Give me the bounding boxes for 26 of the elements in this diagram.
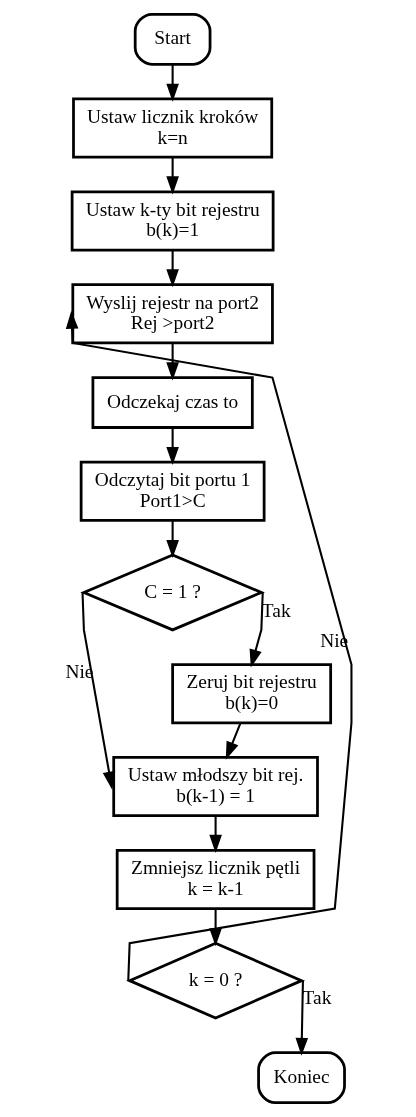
node-box: Zeruj bit rejestru b(k)=0 xyxy=(170,663,332,725)
node-box: Ustaw licznik kroków k=n xyxy=(71,97,273,159)
arrow xyxy=(249,592,264,668)
arrow xyxy=(225,722,241,760)
arrow xyxy=(165,343,179,381)
node-diamond: k = 0 ? xyxy=(125,941,305,1020)
node-box: Odczekaj czas to xyxy=(91,376,254,429)
node-box: Zmniejsz licznik pętli k = k-1 xyxy=(115,848,315,910)
arrow xyxy=(65,310,352,981)
node-diamond: C = 1 ? xyxy=(79,553,265,632)
arrow xyxy=(165,157,179,195)
edge-label: Tak xyxy=(302,987,331,1009)
arrow xyxy=(165,64,179,102)
arrow xyxy=(295,980,308,1056)
node-box: Odczytaj bit portu 1 Port1>C xyxy=(79,460,265,522)
arrow xyxy=(208,815,222,853)
node-box: Start xyxy=(133,13,211,66)
node-box: Koniec xyxy=(256,1051,346,1104)
arrow xyxy=(165,520,179,559)
arrow xyxy=(165,250,179,288)
arrow xyxy=(80,592,115,790)
node-box: Wyslij rejestr na port2 Rej >port2 xyxy=(70,283,274,345)
arrow xyxy=(165,427,179,465)
node-box: Ustaw młodszy bit rej. b(k-1) = 1 xyxy=(111,756,319,818)
arrow xyxy=(208,908,222,947)
node-box: Ustaw k-ty bit rejestru b(k)=1 xyxy=(70,190,274,252)
